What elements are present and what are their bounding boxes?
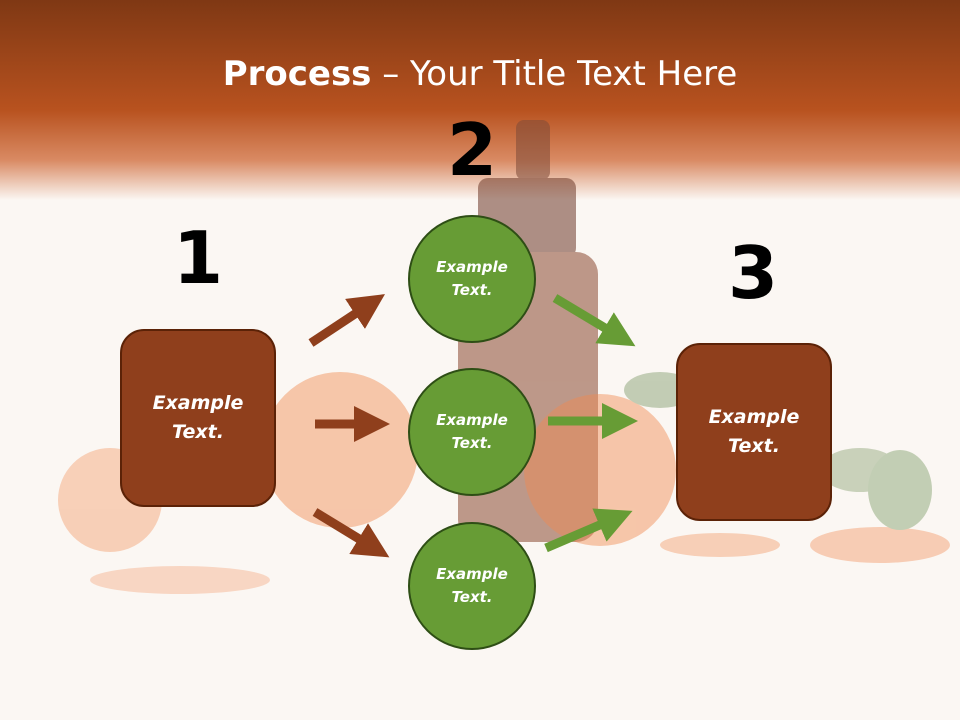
arrow-bottom-to-step-3: [544, 508, 633, 553]
arrow-to-circle-top: [308, 294, 386, 347]
circle-bottom-label: Example Text.: [436, 565, 508, 606]
step-number-1: 1: [172, 216, 224, 300]
step-number-2: 2: [446, 108, 498, 192]
circle-top[interactable]: Example Text.: [408, 215, 536, 343]
arrow-to-circle-bottom: [312, 508, 390, 558]
step-1-label: Example Text.: [152, 392, 244, 443]
step-number-3: 3: [727, 231, 779, 315]
arrow-top-to-step-3: [552, 294, 636, 347]
title-rest: – Your Title Text Here: [371, 54, 738, 94]
step-1-box[interactable]: Example Text.: [120, 329, 276, 507]
circle-bottom[interactable]: Example Text.: [408, 522, 536, 650]
step-3-label: Example Text.: [708, 406, 800, 457]
circle-top-label: Example Text.: [436, 258, 508, 299]
slide-title: Process – Your Title Text Here: [0, 52, 960, 96]
title-bold: Process: [222, 54, 372, 94]
circle-middle-label: Example Text.: [436, 411, 508, 452]
flower-decoration: [58, 372, 950, 594]
circle-middle[interactable]: Example Text.: [408, 368, 536, 496]
step-3-box[interactable]: Example Text.: [676, 343, 832, 521]
